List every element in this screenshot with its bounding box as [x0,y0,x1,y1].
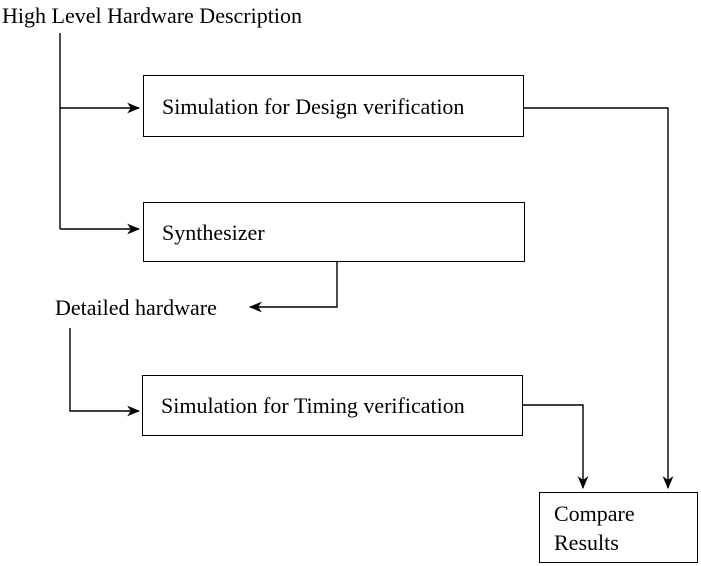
node-simulation-design-verification-label: Simulation for Design verification [162,93,465,119]
node-synthesizer: Synthesizer [143,202,525,262]
detailed-hardware-label: Detailed hardware [55,295,217,320]
node-simulation-timing-verification-label: Simulation for Timing verification [161,393,465,418]
edge-detailed-hw-to-timing-sim [69,328,141,417]
edge-timing-sim-to-compare [523,404,589,490]
node-simulation-design-verification: Simulation for Design verification [143,75,524,137]
edge-synthesizer-to-detailed-hw [248,262,338,313]
node-simulation-timing-verification: Simulation for Timing verification [142,375,523,436]
diagram-title: High Level Hardware Description [2,3,302,28]
edge-design-sim-to-compare [524,107,674,490]
node-compare-results: Compare Results [539,492,698,563]
node-synthesizer-label: Synthesizer [162,219,265,245]
node-compare-results-label: Compare Results [554,500,635,555]
